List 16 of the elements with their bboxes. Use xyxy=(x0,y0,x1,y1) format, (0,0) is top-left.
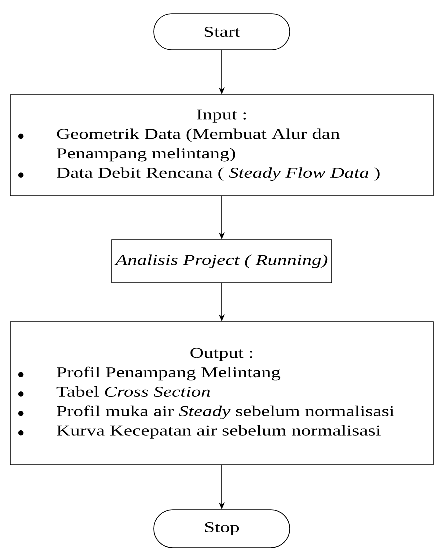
bullet-item: Geometrik Data (Membuat Alur dan Penampang melintang) xyxy=(18,128,340,162)
box-label: Start xyxy=(204,27,240,38)
terminal-box xyxy=(154,510,290,548)
bullet-item: Profil Penampang Melintang xyxy=(18,366,281,381)
box-label: Stop xyxy=(205,522,240,536)
bullet-item: Profil muka air Steady sebelum normalisasi xyxy=(18,406,394,420)
terminal-box xyxy=(154,14,290,50)
process-box xyxy=(10,94,434,196)
box-label: Analisis Project ( Running) xyxy=(114,254,328,268)
process-box xyxy=(10,322,434,466)
process-box xyxy=(112,240,332,284)
bullet-item: Kurva Kecepatan air sebelum normalisasi xyxy=(18,425,381,439)
bullet-item: Data Debit Rencana ( Steady Flow Data ) xyxy=(18,168,380,182)
box-heading: Output : xyxy=(190,348,253,362)
bullet-item: Tabel Cross Section xyxy=(18,386,210,397)
box-heading: Input : xyxy=(197,110,246,123)
